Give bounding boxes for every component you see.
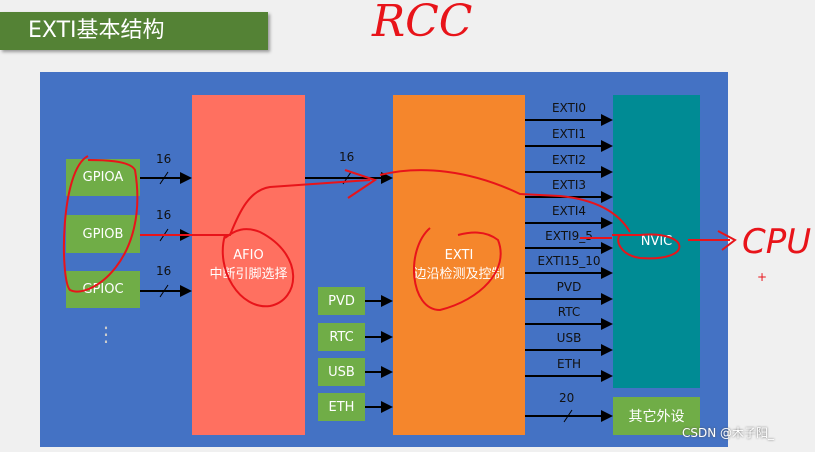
rtc-block: RTC [318, 323, 365, 351]
afio-label: AFIO [233, 248, 264, 263]
exti-output-label: EXTI2 [551, 153, 587, 167]
exti-label: EXTI [444, 248, 474, 263]
exti-sublabel: 边沿检测及控制 [413, 267, 505, 282]
nvic-label: NVIC [640, 234, 673, 249]
other-bus-width: 20 [559, 391, 575, 405]
gpioc-block: GPIOC [66, 271, 140, 308]
exti-output-label: ETH [557, 357, 581, 371]
gpioa-bus-width: 16 [156, 152, 172, 166]
nvic-block: NVIC [613, 95, 700, 388]
slide-title: EXTI基本结构 [0, 12, 268, 50]
exti-output-label: EXTI4 [551, 204, 587, 218]
exti-output-label: RTC [557, 305, 581, 319]
watermark: CSDN @木子阳_ [682, 426, 775, 440]
usb-block: USB [318, 358, 365, 386]
other-peripherals-block: 其它外设 [613, 397, 700, 435]
annotation-cpu: CPU [742, 222, 812, 262]
exti-output-label: EXTI9_5 [545, 229, 593, 243]
exti-output-label: PVD [556, 280, 582, 294]
red-annotations [62, 155, 737, 312]
eth-block: ETH [318, 393, 365, 421]
exti-output-label: EXTI3 [551, 178, 587, 192]
exti-output-label: EXTI0 [551, 101, 587, 115]
exti-output-label: EXTI1 [551, 127, 587, 141]
afio-bus-width: 16 [339, 150, 355, 164]
cursor-plus: + [757, 270, 768, 284]
gpiob-bus-width: 16 [156, 208, 172, 222]
gpioc-bus-width: 16 [156, 264, 172, 278]
annotation-rcc: RCC [372, 0, 473, 47]
afio-block: AFIO 中断引脚选择 [192, 95, 305, 435]
exti-output-label: USB [556, 331, 582, 345]
exti-output-label: EXTI15_10 [537, 254, 601, 268]
pvd-block: PVD [318, 287, 365, 315]
gpio-ellipsis: ⋮ [96, 322, 116, 346]
